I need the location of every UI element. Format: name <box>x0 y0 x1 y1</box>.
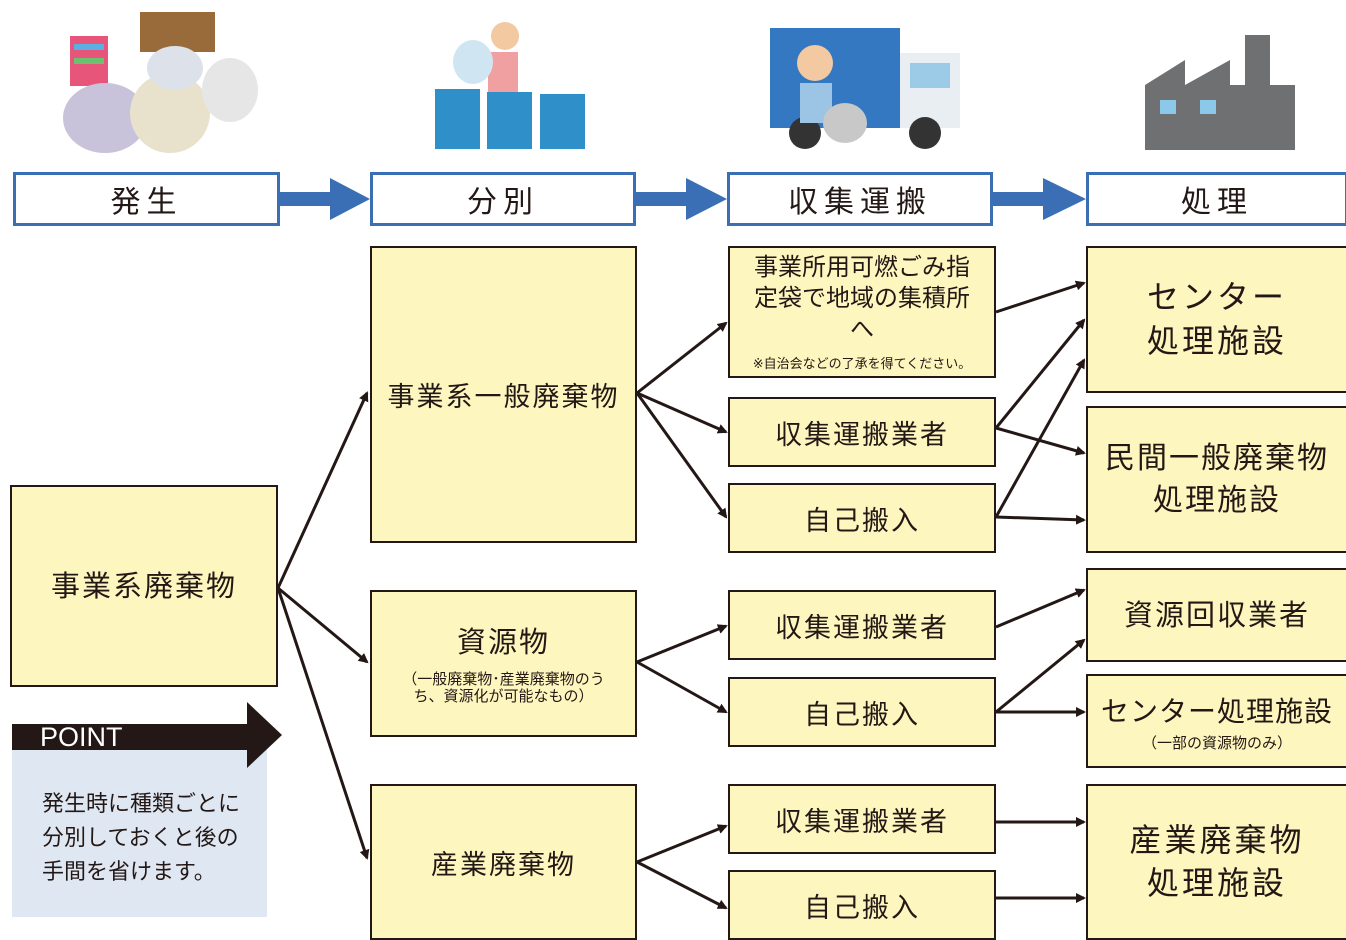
industrial-collector-box: 収集運搬業者 <box>728 784 996 854</box>
center-partial-box: センター処理施設 （一部の資源物のみ） <box>1086 674 1346 768</box>
stage-generation: 発生 <box>13 172 280 226</box>
recycler-box: 資源回収業者 <box>1086 568 1346 662</box>
general-self-delivery-box: 自己搬入 <box>728 483 996 553</box>
point-header-arrow <box>12 702 282 768</box>
stage-collection-transport: 収集運搬 <box>727 172 993 226</box>
general-waste-box: 事業系一般廃棄物 <box>370 246 637 543</box>
general-collector-box: 収集運搬業者 <box>728 397 996 467</box>
point-body <box>12 738 267 917</box>
industrial-facility-box: 産業廃棄物処理施設 <box>1086 784 1346 940</box>
designated-bag-text: 事業所用可燃ごみ指定袋で地域の集積所へ <box>754 252 970 344</box>
factory-icon <box>1145 35 1295 150</box>
private-facility-box: 民間一般廃棄物処理施設 <box>1086 406 1346 553</box>
sorting-bins-icon <box>435 22 585 149</box>
designated-bag-note: ※自治会などの了承を得てください。 <box>752 357 972 373</box>
point-text: 発生時に種類ごとに 分別しておくと後の 手間を省けます。 <box>42 792 241 886</box>
designated-bag-box: 事業所用可燃ごみ指定袋で地域の集積所へ ※自治会などの了承を得てください。 <box>728 246 996 378</box>
point-panel: POINT 発生時に種類ごとに 分別しておくと後の 手間を省けます。 <box>12 702 282 917</box>
recyclable-box: 資源物 （一般廃棄物･産業廃棄物のうち、資源化が可能なもの） <box>370 590 637 737</box>
recyclable-self-delivery-box: 自己搬入 <box>728 677 996 747</box>
point-label: POINT <box>40 722 123 752</box>
stage-sorting: 分別 <box>370 172 636 226</box>
source-box: 事業系廃棄物 <box>10 485 278 687</box>
garbage-pile-icon <box>63 12 258 153</box>
garbage-truck-icon <box>770 28 960 149</box>
recyclable-title: 資源物 <box>456 624 550 659</box>
industrial-self-delivery-box: 自己搬入 <box>728 870 996 940</box>
center-facility-box: センター処理施設 <box>1086 246 1346 393</box>
recyclable-collector-box: 収集運搬業者 <box>728 590 996 660</box>
recyclable-note: （一般廃棄物･産業廃棄物のうち、資源化が可能なもの） <box>402 669 605 705</box>
stage-disposal: 処理 <box>1086 172 1346 226</box>
industrial-waste-box: 産業廃棄物 <box>370 784 637 940</box>
